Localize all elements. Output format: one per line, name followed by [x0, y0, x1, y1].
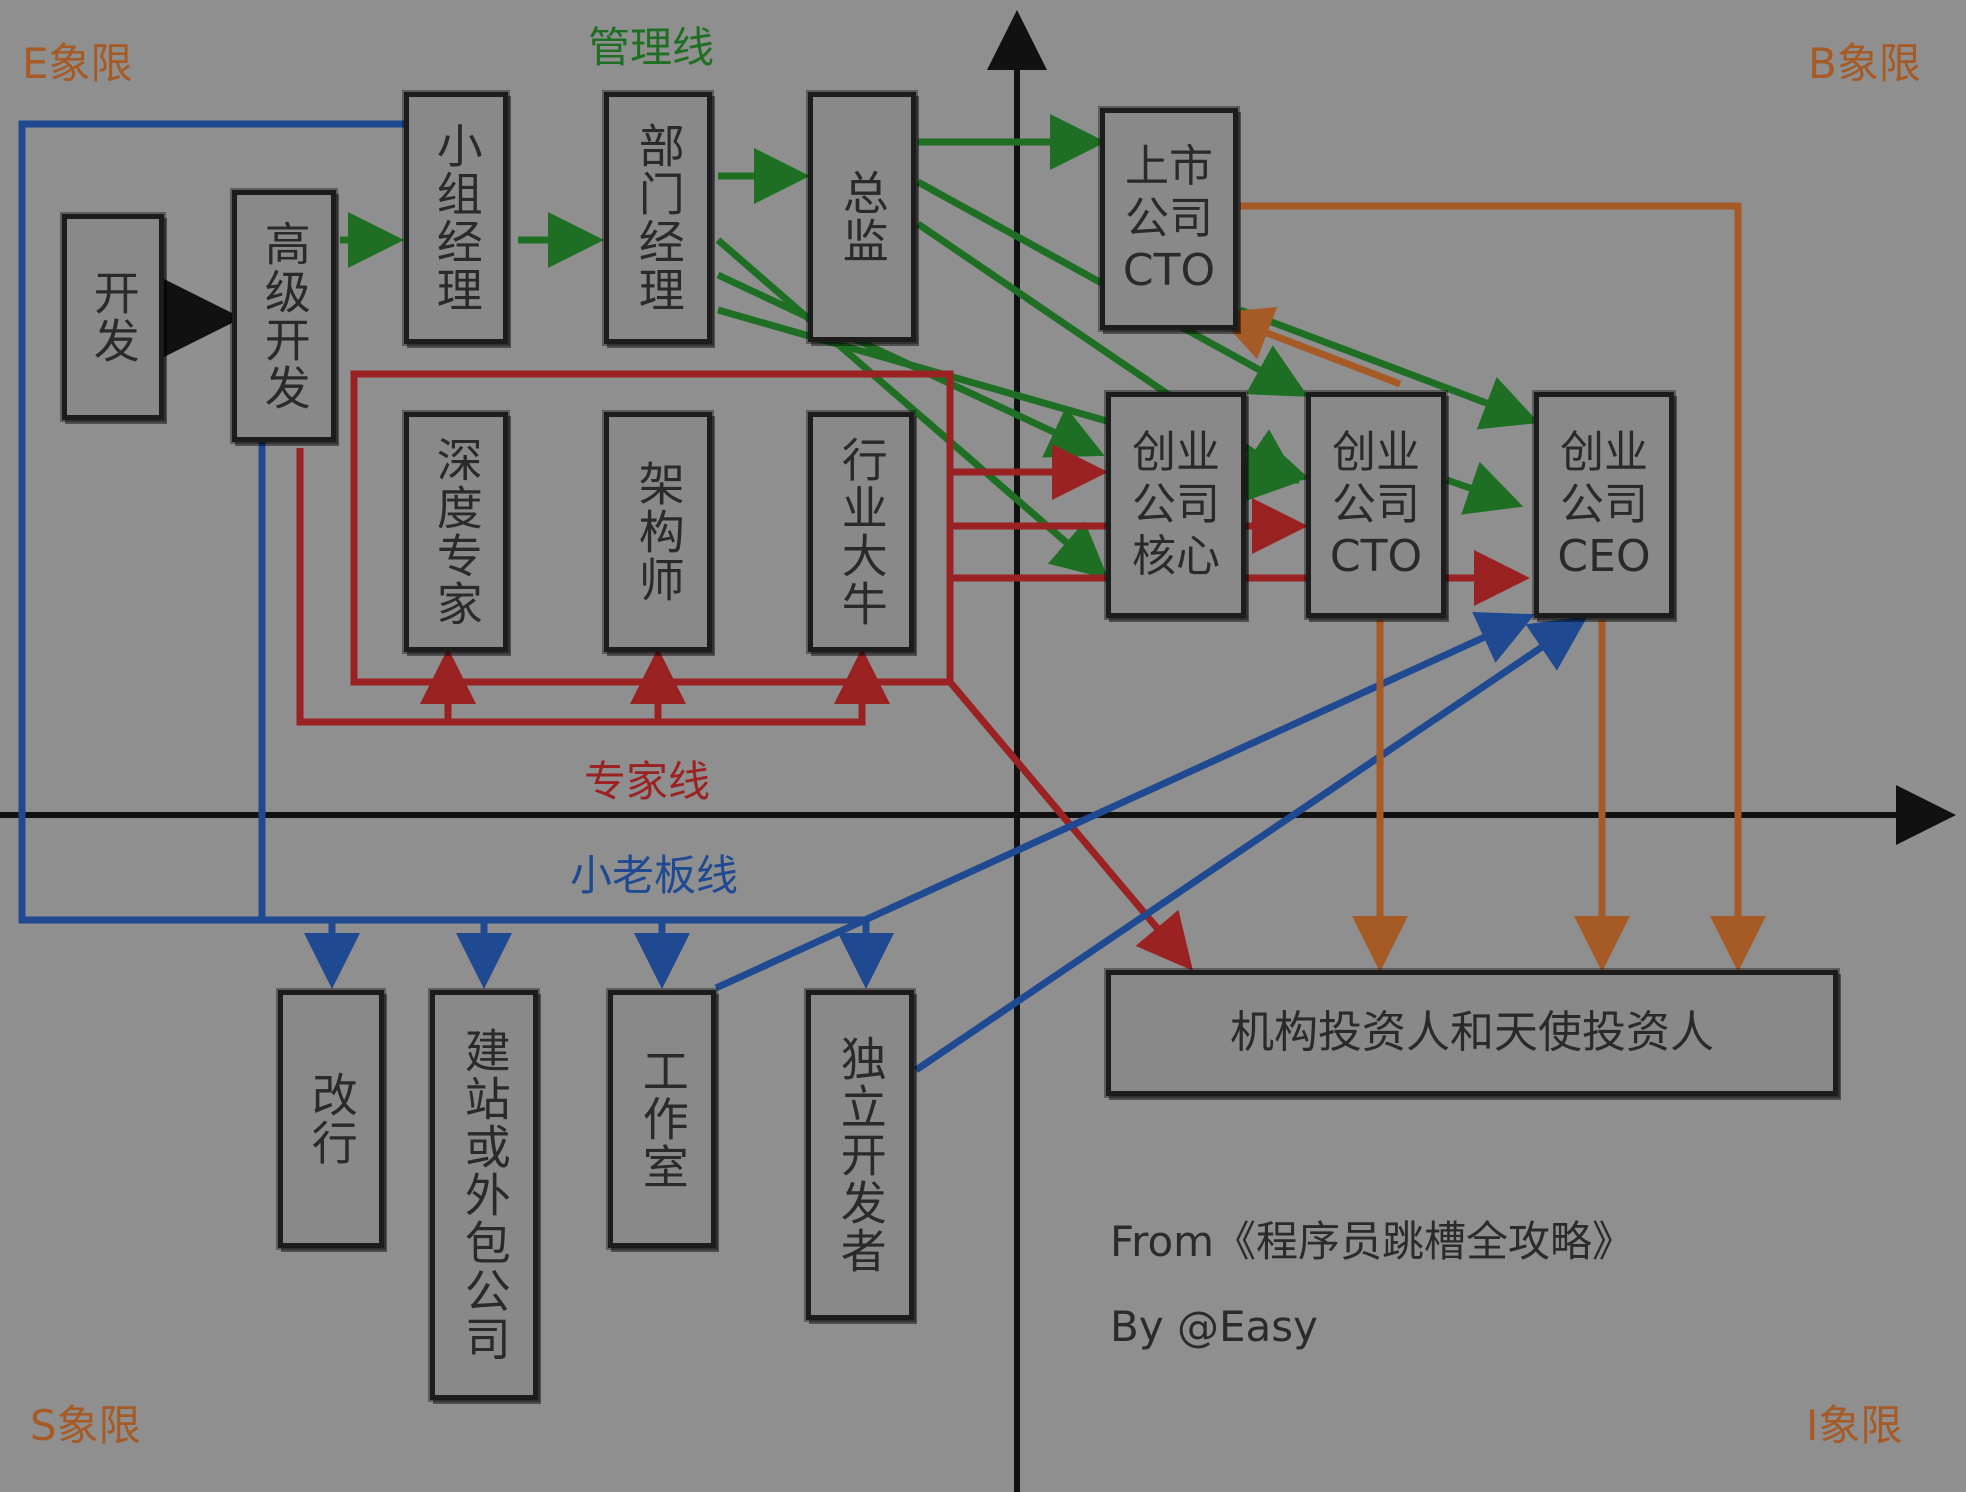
box-industry-star-label: 行业大牛 — [834, 436, 889, 628]
box-deep-expert: 深度专家 — [404, 412, 508, 652]
management-line-label: 管理线 — [588, 23, 715, 72]
box-listed-cto: 上市 公司 CTO — [1100, 108, 1238, 330]
boss-line-label: 小老板线 — [570, 851, 739, 900]
box-studio: 工作室 — [608, 990, 716, 1248]
box-senior-dev: 高级开发 — [232, 190, 336, 442]
box-career-change: 改行 — [278, 990, 384, 1248]
box-indie-dev: 独立开发者 — [806, 990, 914, 1320]
box-dept-manager: 部门经理 — [604, 92, 712, 344]
box-team-lead: 小组经理 — [404, 92, 508, 344]
box-senior-dev-label: 高级开发 — [257, 220, 312, 412]
box-deep-expert-label: 深度专家 — [429, 436, 484, 628]
box-startup-core-label: 创业 公司 核心 — [1132, 427, 1220, 582]
box-dev: 开发 — [62, 214, 164, 420]
quadrant-s-label: S象限 — [30, 1401, 141, 1450]
quadrant-i-label: I象限 — [1806, 1401, 1903, 1450]
box-architect-label: 架构师 — [631, 460, 686, 604]
box-investors-label: 机构投资人和天使投资人 — [1230, 1007, 1714, 1059]
box-startup-cto-label: 创业 公司 CTO — [1329, 427, 1423, 582]
box-web-outsourcing-label: 建站或外包公司 — [457, 1027, 512, 1363]
box-investors: 机构投资人和天使投资人 — [1106, 970, 1838, 1096]
investor-arrows — [1214, 202, 1766, 972]
box-startup-core: 创业 公司 核心 — [1106, 392, 1246, 618]
quadrant-e-label: E象限 — [22, 39, 133, 88]
box-web-outsourcing: 建站或外包公司 — [430, 990, 538, 1400]
credit-source: From《程序员跳槽全攻略》 — [1110, 1217, 1635, 1266]
box-architect: 架构师 — [604, 412, 712, 652]
box-startup-ceo-label: 创业 公司 CEO — [1557, 427, 1651, 582]
box-startup-ceo: 创业 公司 CEO — [1534, 392, 1674, 618]
expert-line-label: 专家线 — [584, 757, 711, 806]
box-indie-dev-label: 独立开发者 — [833, 1035, 888, 1275]
quadrant-b-label: B象限 — [1808, 39, 1921, 88]
box-director-label: 总监 — [835, 169, 890, 265]
box-industry-star: 行业大牛 — [808, 412, 914, 652]
box-listed-cto-label: 上市 公司 CTO — [1122, 141, 1216, 296]
box-dept-manager-label: 部门经理 — [631, 122, 686, 314]
credit-author: By @Easy — [1110, 1302, 1319, 1351]
box-director: 总监 — [808, 92, 916, 342]
box-dev-label: 开发 — [86, 269, 141, 365]
box-studio-label: 工作室 — [635, 1047, 690, 1191]
box-career-change-label: 改行 — [304, 1071, 359, 1167]
box-team-lead-label: 小组经理 — [429, 122, 484, 314]
box-startup-cto: 创业 公司 CTO — [1306, 392, 1446, 618]
boss-arrows — [18, 120, 1588, 1073]
